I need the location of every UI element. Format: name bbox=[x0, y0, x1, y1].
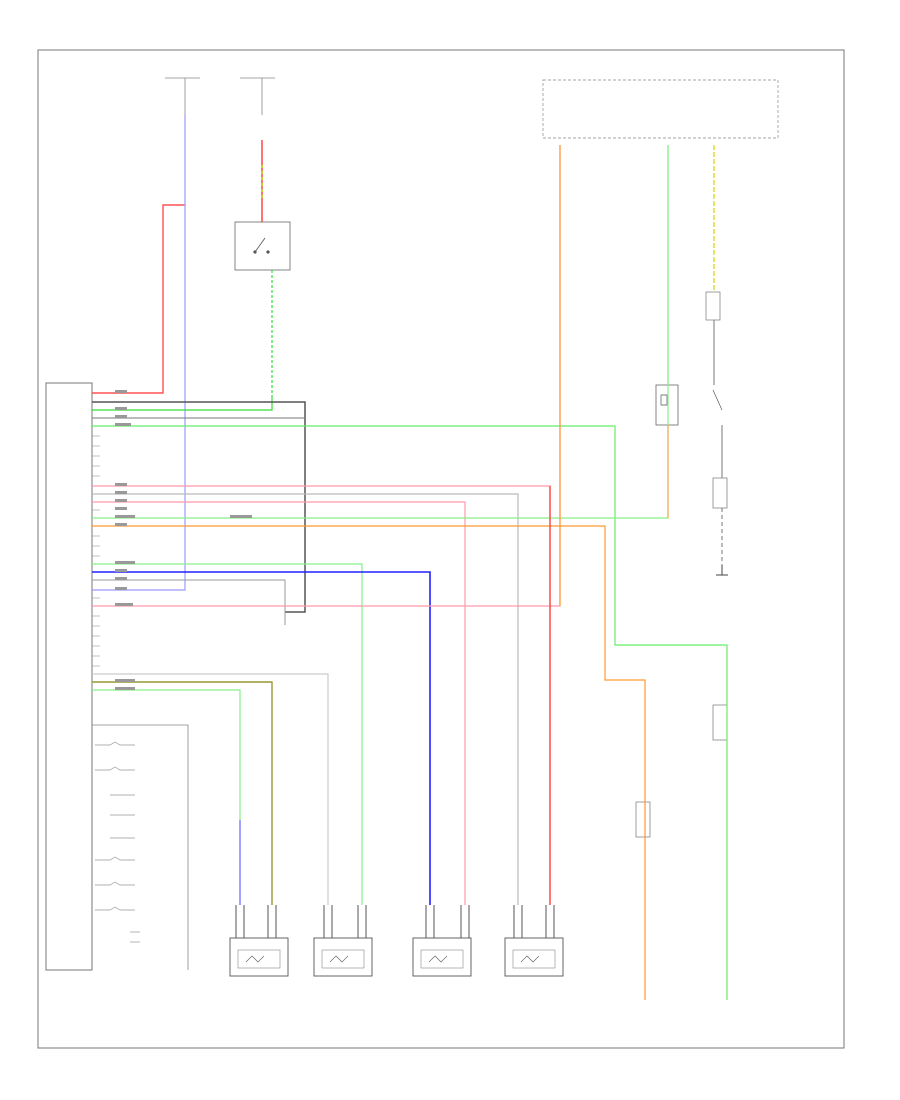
connector-box-3 bbox=[712, 704, 728, 741]
fuse-left bbox=[165, 77, 275, 115]
sensor-1 bbox=[229, 937, 289, 977]
sensor-icon bbox=[329, 955, 349, 963]
wire-code-marks bbox=[115, 390, 252, 690]
module-pins bbox=[92, 392, 100, 691]
ground-icon bbox=[716, 565, 728, 576]
wire-gray-1 bbox=[92, 493, 519, 905]
connector-box-1 bbox=[705, 291, 721, 321]
sensor-4 bbox=[504, 937, 564, 977]
switch-icon bbox=[253, 237, 270, 254]
wire-pink-3 bbox=[92, 145, 561, 607]
sensor-icon bbox=[428, 955, 448, 963]
connector-box-4 bbox=[635, 801, 651, 838]
wire-lightblue-power bbox=[92, 115, 186, 591]
wire-red-power bbox=[92, 204, 185, 394]
wire-gray-loop bbox=[92, 401, 306, 613]
wires bbox=[92, 115, 728, 1000]
relay-box bbox=[655, 384, 679, 426]
wire-orange-1 bbox=[92, 525, 646, 1000]
switch-box bbox=[234, 221, 291, 271]
wire-green-long bbox=[92, 425, 728, 1000]
sensor-icon bbox=[245, 955, 265, 963]
wire-green-3 bbox=[92, 689, 241, 820]
wire-blue-1 bbox=[92, 571, 431, 905]
connector-box-2 bbox=[712, 477, 728, 509]
connector-icon bbox=[235, 905, 555, 938]
wire-green-relay bbox=[92, 145, 669, 519]
control-module bbox=[45, 382, 93, 971]
sensor-2 bbox=[313, 937, 373, 977]
wire-pink-2 bbox=[92, 501, 466, 905]
module-internal-symbols bbox=[95, 741, 140, 943]
wire-pink-1 bbox=[92, 485, 551, 905]
module-sub-box bbox=[92, 724, 189, 970]
relay-icon bbox=[660, 389, 723, 411]
fuse-box-right bbox=[542, 79, 779, 139]
diagram-frame bbox=[37, 49, 845, 1049]
sensor-3 bbox=[412, 937, 472, 977]
wire-lightgray-2 bbox=[92, 673, 329, 905]
sensor-icon bbox=[520, 955, 540, 963]
wire-olive-1 bbox=[92, 681, 273, 905]
wire-green-2 bbox=[92, 563, 363, 905]
